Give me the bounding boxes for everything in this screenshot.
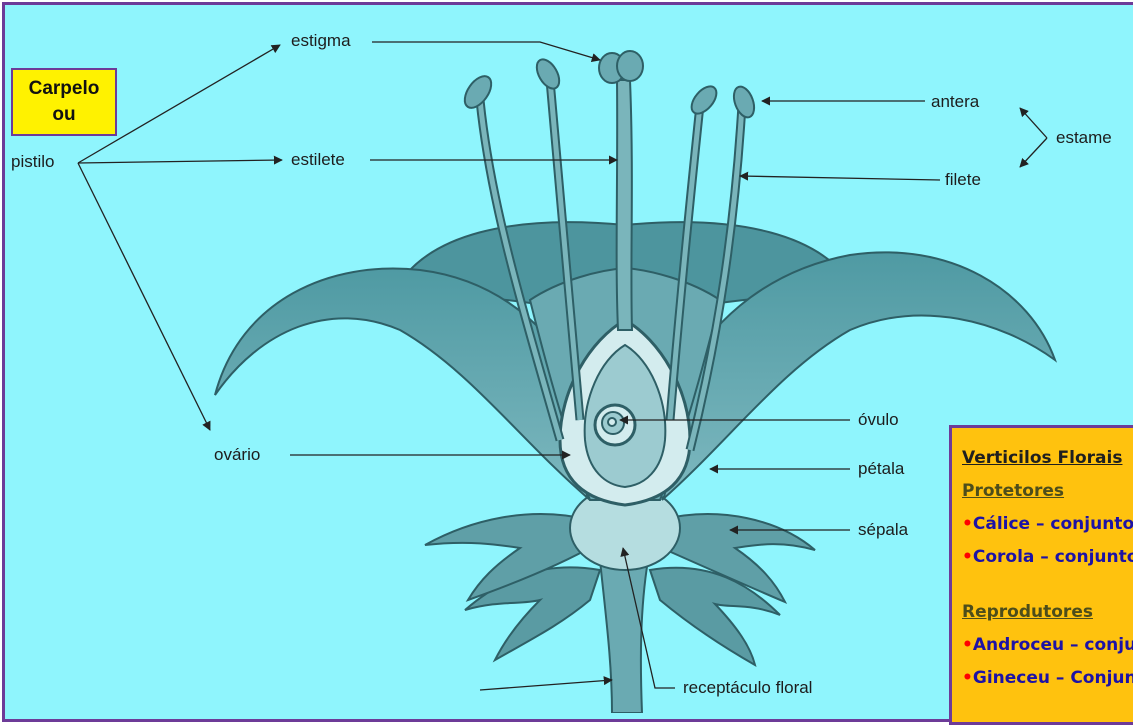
leader-pistilo-estilete [78, 160, 282, 163]
verticilos-group-reprodutores: Reprodutores [962, 596, 1133, 629]
leader-pistilo-ovario [78, 163, 210, 430]
verticilos-item-calice: •Cálice – conjunto de sépalas [962, 508, 1133, 541]
label-pistilo: pistilo [11, 152, 54, 172]
anther-3 [687, 82, 721, 118]
label-estilete: estilete [291, 150, 345, 170]
leader-filete [740, 176, 940, 180]
verticilos-title: Verticilos Florais [962, 442, 1133, 475]
leader-estame [1020, 108, 1047, 138]
anther-2 [532, 56, 564, 93]
verticilos-item-androceu: •Androceu – conjunto de estames [962, 629, 1133, 662]
leader-estigma [372, 42, 600, 60]
style-shape [617, 80, 632, 330]
anther-4 [730, 84, 758, 120]
verticilos-item-gineceu: •Gineceu – Conjunto de carpelos [962, 662, 1133, 695]
carpelo-line1: Carpelo [13, 76, 115, 102]
peduncle-shape [600, 560, 648, 713]
label-estigma: estigma [291, 31, 351, 51]
label-petala: pétala [858, 459, 904, 479]
label-ovario: ovário [214, 445, 260, 465]
label-sepala: sépala [858, 520, 908, 540]
leader-peduncle [480, 680, 612, 690]
carpelo-line2: ou [13, 102, 115, 128]
label-ovulo: óvulo [858, 410, 899, 430]
label-estame: estame [1056, 128, 1112, 148]
verticilos-box: Verticilos Florais Protetores •Cálice – … [949, 425, 1133, 725]
verticilos-group-protetores: Protetores [962, 475, 1133, 508]
label-receptaculo: receptáculo floral [683, 678, 812, 698]
carpelo-box: Carpelo ou [11, 68, 117, 136]
anther-1 [459, 72, 496, 113]
label-filete: filete [945, 170, 981, 190]
label-antera: antera [931, 92, 979, 112]
